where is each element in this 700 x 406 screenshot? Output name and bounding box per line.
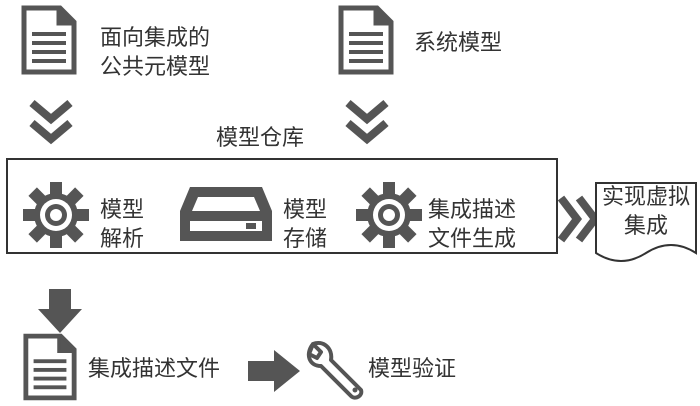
- module-model-storage-label: 模型 存储: [283, 196, 327, 254]
- virtual-integration-line2: 集成: [623, 214, 668, 239]
- module-model-storage-line1: 模型: [283, 198, 328, 223]
- wrench-icon: [306, 341, 364, 400]
- document-icon: [21, 5, 77, 75]
- double-chevron-down-icon: [29, 99, 73, 145]
- document-icon: [338, 5, 394, 75]
- server-drive-icon: [180, 187, 272, 241]
- common-meta-model-label: 面向集成的 公共元模型: [100, 24, 210, 82]
- model-verification-label: 模型验证: [368, 357, 457, 382]
- module-integration-file-gen-label: 集成描述 文件生成: [428, 196, 516, 254]
- arrow-down-icon: [38, 289, 82, 333]
- system-model-label: 系统模型: [414, 31, 503, 56]
- integration-description-file-label: 集成描述文件: [88, 357, 221, 382]
- document-icon: [23, 333, 77, 401]
- common-meta-model-line1: 面向集成的: [100, 26, 211, 51]
- module-model-storage-line2: 存储: [283, 227, 328, 252]
- virtual-integration-line1: 实现虚拟: [601, 185, 690, 210]
- module-model-parse-label: 模型 解析: [100, 196, 144, 254]
- module-model-parse-line2: 解析: [100, 227, 145, 252]
- model-warehouse-title: 模型仓库: [216, 126, 305, 151]
- double-chevron-down-icon: [345, 99, 389, 145]
- tape-document-icon: [595, 182, 697, 262]
- module-integration-file-gen-line1: 集成描述: [428, 198, 517, 223]
- arrow-right-icon: [248, 350, 300, 392]
- common-meta-model-line2: 公共元模型: [100, 55, 211, 80]
- model-warehouse-box: [6, 158, 558, 254]
- gear-icon: [356, 182, 422, 248]
- module-model-parse-line1: 模型: [100, 198, 145, 223]
- gear-icon: [23, 182, 89, 248]
- virtual-integration-label: 实现虚拟 集成: [600, 183, 692, 241]
- module-integration-file-gen-line2: 文件生成: [428, 227, 517, 252]
